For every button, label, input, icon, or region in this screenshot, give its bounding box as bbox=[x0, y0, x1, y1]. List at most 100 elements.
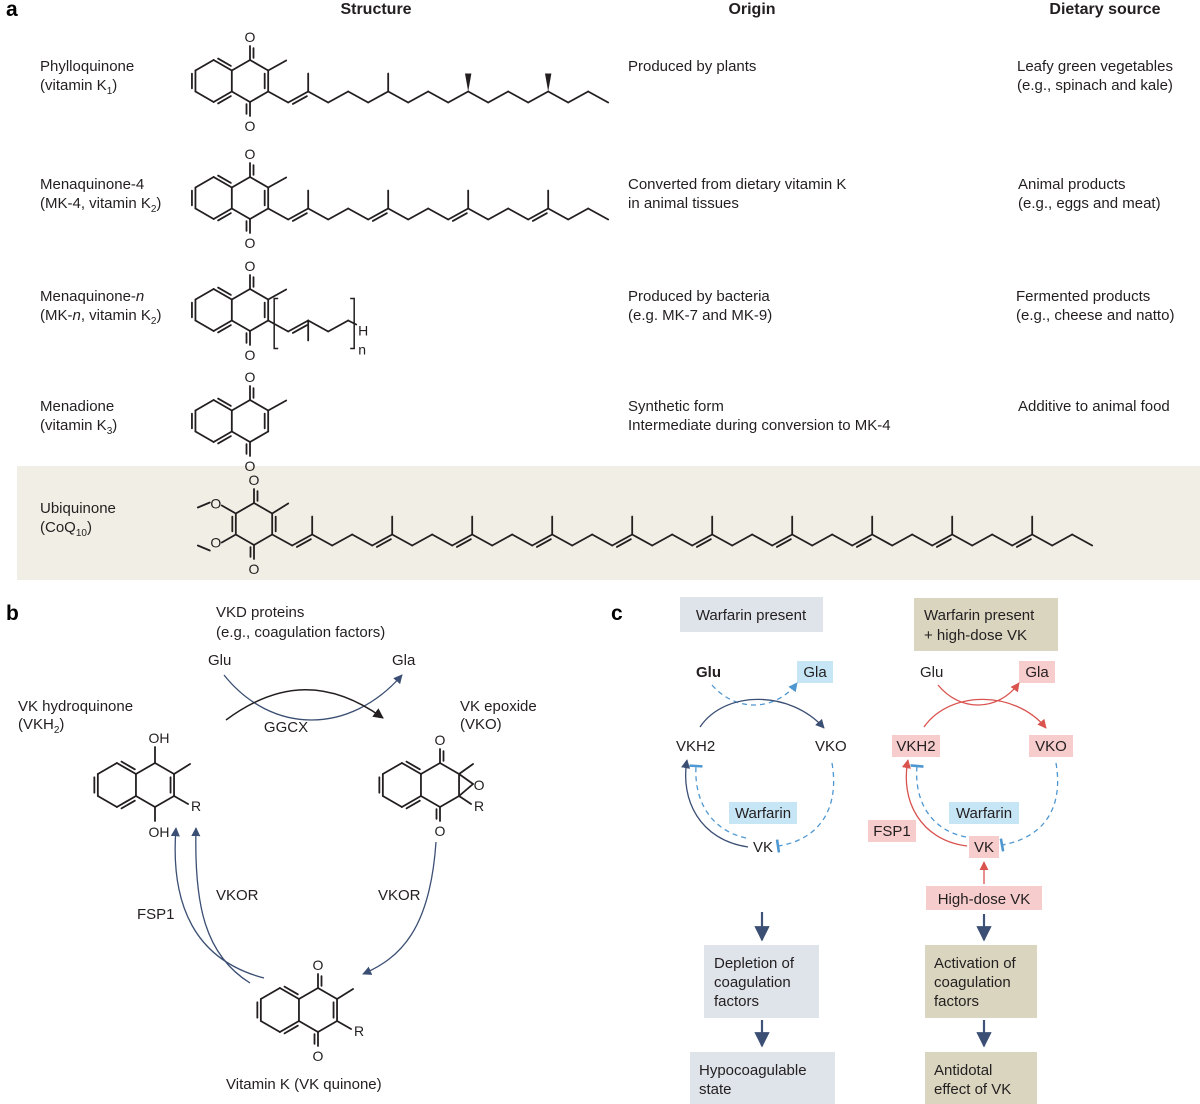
row-name: Menadione bbox=[40, 398, 114, 415]
hypocoagulable-line: Hypocoagulable bbox=[699, 1062, 807, 1079]
highdose-vk-label: High-dose VK bbox=[938, 891, 1031, 908]
bond-line bbox=[194, 430, 215, 443]
vkd-proteins-title: VKD proteins bbox=[216, 604, 304, 621]
bond-line bbox=[971, 533, 994, 547]
bond-line bbox=[194, 59, 215, 72]
bond-line bbox=[217, 95, 232, 105]
header-structure: Structure bbox=[340, 1, 411, 18]
row-subname: (vitamin K1) bbox=[40, 77, 117, 97]
bond-line bbox=[1071, 533, 1094, 547]
bond-line bbox=[212, 288, 233, 301]
right-vk-label: VK bbox=[974, 839, 994, 856]
oh-label: OH bbox=[149, 824, 170, 840]
bond-line bbox=[291, 212, 308, 222]
bond-line bbox=[467, 207, 490, 221]
bond-line bbox=[387, 207, 410, 221]
bond-line bbox=[230, 430, 251, 443]
bond-line bbox=[336, 1020, 352, 1030]
bond-line bbox=[267, 399, 288, 412]
vkh2-abbr: (VKH2) bbox=[18, 716, 64, 736]
epoxide-oxygen: O bbox=[474, 777, 485, 793]
bond-line bbox=[447, 207, 470, 221]
depletion-line: coagulation bbox=[714, 974, 791, 991]
left-vk-vkh2-inhibited bbox=[689, 764, 747, 839]
bond-line bbox=[447, 90, 470, 104]
bond-line bbox=[307, 319, 330, 333]
bond-line bbox=[217, 212, 232, 222]
h-label: H bbox=[358, 323, 368, 339]
bracket-left bbox=[273, 297, 279, 350]
right-vkh2-tag bbox=[892, 735, 940, 757]
right-vko-label: VKO bbox=[1035, 738, 1067, 755]
bond-line bbox=[267, 176, 288, 189]
bond-line bbox=[458, 795, 472, 805]
bond-line bbox=[427, 207, 450, 221]
origin-line: Intermediate during conversion to MK-4 bbox=[628, 417, 891, 434]
bond-line bbox=[451, 212, 468, 222]
bond-line bbox=[212, 399, 233, 412]
bond-line bbox=[154, 762, 175, 775]
bond-line bbox=[267, 288, 288, 301]
r-label: R bbox=[474, 798, 484, 814]
bond-line bbox=[220, 504, 237, 515]
right-gla-label: Gla bbox=[1025, 664, 1049, 681]
header-dietary-source: Dietary source bbox=[1049, 1, 1160, 18]
bond-line bbox=[775, 538, 792, 548]
bond-line bbox=[230, 90, 251, 103]
bond-line bbox=[731, 533, 754, 547]
bond-line bbox=[691, 533, 714, 547]
bond-line bbox=[194, 90, 215, 103]
left-warfarin-label: Warfarin bbox=[735, 805, 791, 822]
warfarin-present-box bbox=[680, 597, 823, 632]
bond-line bbox=[567, 90, 590, 104]
bond-line bbox=[212, 59, 233, 72]
bond-line bbox=[491, 533, 514, 547]
oxygen-label: O bbox=[245, 29, 256, 45]
bond-line bbox=[511, 533, 534, 547]
bond-line bbox=[327, 207, 350, 221]
bond-line bbox=[1015, 538, 1032, 548]
bond-line bbox=[230, 59, 251, 72]
bond-line bbox=[527, 90, 550, 104]
bond-line bbox=[571, 533, 594, 547]
vk-to-vkh2-vkor-arrow bbox=[191, 827, 251, 984]
bond-line bbox=[194, 176, 215, 189]
bond-line bbox=[671, 533, 694, 547]
row-menaquinone-4: Menaquinone-4 (MK-4, vitamin K2) Convert… bbox=[40, 176, 1161, 215]
row-name: Ubiquinone bbox=[40, 500, 116, 517]
bond-line bbox=[751, 533, 774, 547]
bond-line bbox=[455, 538, 472, 548]
bond-line bbox=[439, 795, 460, 808]
bond-line bbox=[405, 799, 421, 810]
bond-line bbox=[587, 207, 610, 221]
bond-line bbox=[347, 90, 370, 104]
antidotal-box bbox=[925, 1052, 1037, 1104]
bracket-right bbox=[350, 297, 355, 350]
bond-line bbox=[991, 533, 1014, 547]
bond-line bbox=[347, 207, 370, 221]
origin-line: Produced by plants bbox=[628, 58, 756, 75]
bond-line bbox=[283, 1024, 299, 1035]
bond-line bbox=[230, 399, 251, 412]
bond-line bbox=[278, 987, 300, 1000]
vkh2-title: VK hydroquinone bbox=[18, 698, 133, 715]
bond-line bbox=[287, 207, 310, 221]
bond-line bbox=[291, 95, 308, 105]
bond-line bbox=[311, 533, 334, 547]
warfarin-highdose-line: Warfarin present bbox=[924, 607, 1035, 624]
bond-line bbox=[267, 207, 290, 221]
bond-line bbox=[400, 795, 422, 808]
bond-line bbox=[381, 795, 403, 808]
vkor-right-label: VKOR bbox=[378, 887, 421, 904]
oxygen-label: O bbox=[245, 146, 256, 162]
bond-line bbox=[347, 319, 358, 326]
right-gla-tag bbox=[1019, 661, 1055, 683]
activation-line: Activation of bbox=[934, 955, 1017, 972]
bond-line bbox=[287, 90, 310, 104]
bond-line bbox=[411, 533, 434, 547]
ggcx-label: GGCX bbox=[264, 719, 308, 736]
bond-line bbox=[331, 533, 354, 547]
row-subname: (MK-4, vitamin K2) bbox=[40, 195, 161, 215]
right-vko-vk-inhibited bbox=[999, 762, 1059, 852]
